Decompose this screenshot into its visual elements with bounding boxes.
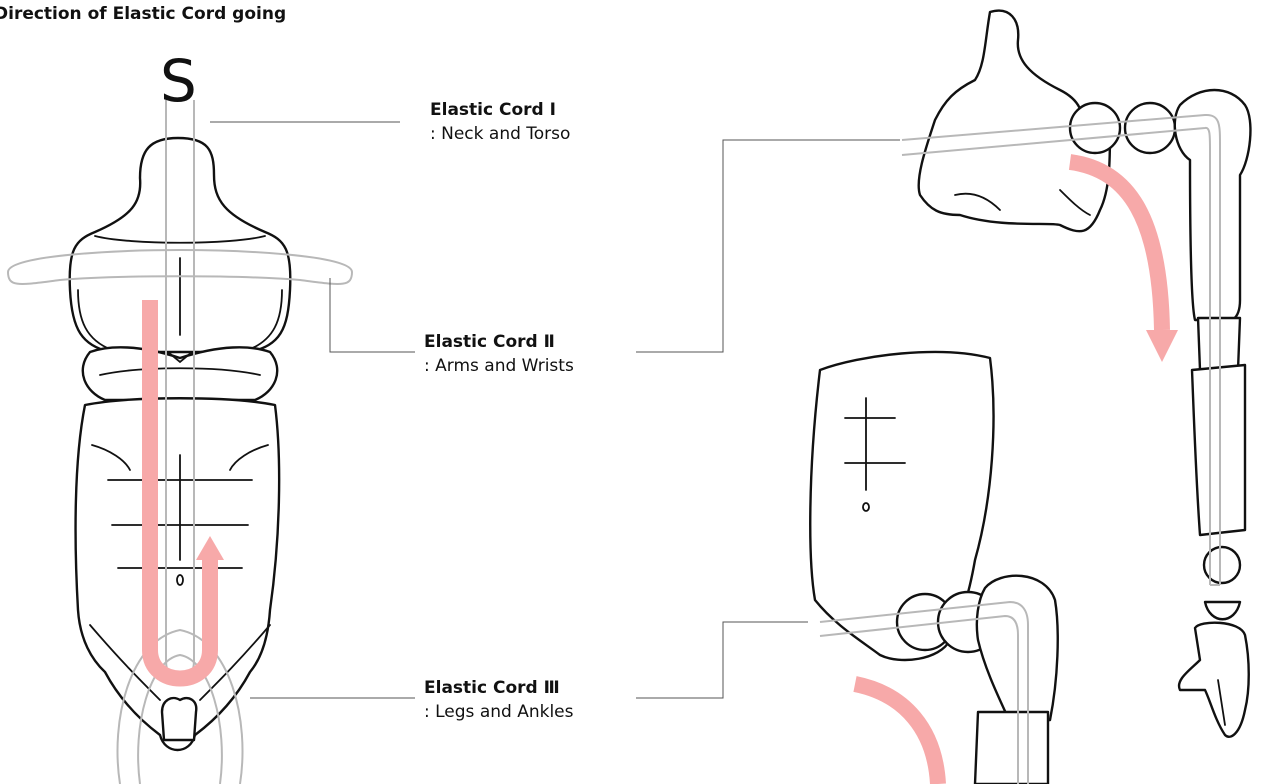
- label-elastic-cord-2: Elastic Cord Ⅱ : Arms and Wrists: [424, 330, 574, 378]
- cord-direction-arrow-leg: [855, 684, 938, 784]
- label-subtitle: : Legs and Ankles: [424, 700, 574, 724]
- front-torso-figure: [70, 138, 291, 750]
- label-elastic-cord-3: Elastic Cord Ⅲ : Legs and Ankles: [424, 676, 574, 724]
- label-subtitle: : Neck and Torso: [430, 122, 570, 146]
- label-heading: Elastic Cord Ⅲ: [424, 676, 574, 700]
- start-marker: S: [160, 52, 197, 110]
- leader-cord-3-right: [636, 622, 808, 698]
- leader-lines: [210, 122, 900, 698]
- diagram-title: Direction of Elastic Cord going: [0, 4, 286, 24]
- label-subtitle: : Arms and Wrists: [424, 354, 574, 378]
- label-heading: Elastic Cord Ⅱ: [424, 330, 574, 354]
- front-midriff: [83, 347, 277, 400]
- label-heading: Elastic Cord Ⅰ: [430, 98, 570, 122]
- side-leg-figure: [897, 576, 1058, 784]
- label-elastic-cord-1: Elastic Cord Ⅰ : Neck and Torso: [430, 98, 570, 146]
- leader-cord-2-left: [330, 278, 415, 352]
- leader-cord-2-right: [636, 140, 900, 352]
